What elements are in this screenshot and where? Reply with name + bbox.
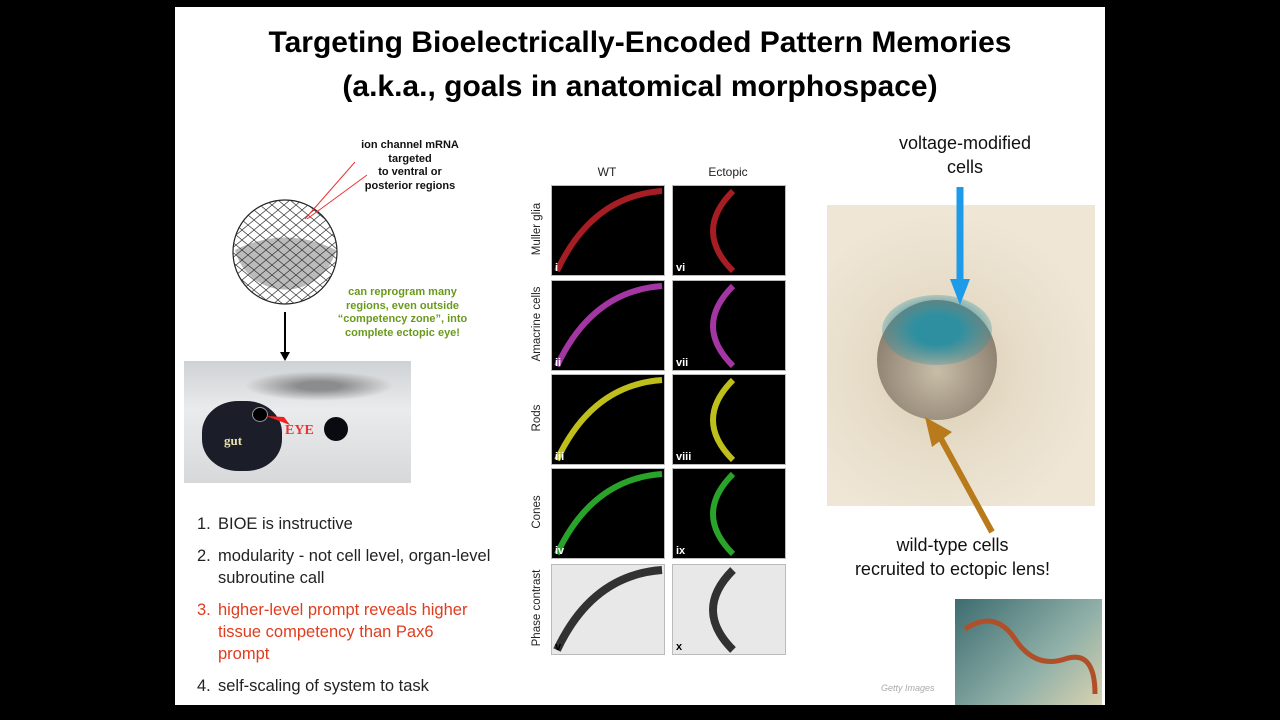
row-label: Amacrine cells xyxy=(531,286,543,362)
micrograph-panel: vi xyxy=(672,185,786,276)
eye-label: EYE xyxy=(285,423,314,438)
injection-needles xyxy=(304,161,368,220)
slide-title-line1: Targeting Bioelectrically-Encoded Patter… xyxy=(268,26,1012,59)
caption-line: wild-type cells xyxy=(896,535,1009,555)
panel-label: ii xyxy=(555,357,562,369)
micrograph-panel: ix xyxy=(672,468,786,559)
embryo-drawing xyxy=(232,199,338,305)
list-number: 3. xyxy=(197,601,211,619)
panel-label: vi xyxy=(676,262,686,274)
note-line: can reprogram many xyxy=(348,286,457,298)
note-line: regions, even outside xyxy=(345,299,460,312)
micrograph-panel: iv xyxy=(551,468,665,559)
micrograph-panel: i xyxy=(551,185,665,276)
ants-photo xyxy=(955,599,1102,705)
red-arrow-icon xyxy=(266,416,290,425)
list-number: 1. xyxy=(197,515,211,533)
panel-label: i xyxy=(555,262,559,274)
note-line: “competency zone”, into xyxy=(337,313,468,325)
panel-label: v xyxy=(555,641,562,653)
gut-label: gut xyxy=(224,433,243,448)
list-text: self-scaling of system to task xyxy=(218,677,429,695)
row-label: Cones xyxy=(531,495,543,529)
micrograph-panel: viii xyxy=(672,374,786,465)
note-line: posterior regions xyxy=(364,179,456,192)
list-text: BIOE is instructive xyxy=(218,515,353,533)
micrograph-panel: x xyxy=(672,564,786,655)
brown-arrow-icon xyxy=(925,417,995,534)
row-label: Phase contrast xyxy=(531,569,543,647)
micrograph-panel: iii xyxy=(551,374,665,465)
panel-label: vii xyxy=(676,357,689,369)
down-arrow-icon xyxy=(280,312,290,361)
list-number: 4. xyxy=(197,677,211,695)
note-line: complete ectopic eye! xyxy=(345,326,460,339)
panel-label: viii xyxy=(676,451,692,463)
note-line: targeted xyxy=(388,152,432,165)
panel-label: ix xyxy=(676,545,686,557)
panel-label: iv xyxy=(555,545,565,557)
row-label: Rods xyxy=(531,404,543,432)
caption-line: recruited to ectopic lens! xyxy=(854,559,1051,579)
row-label: Muller glia xyxy=(531,202,543,256)
blue-arrow-icon xyxy=(950,187,970,305)
note-line: to ventral or xyxy=(378,166,442,178)
column-label-ectopic: Ectopic xyxy=(708,165,748,179)
micrograph-panel: vii xyxy=(672,280,786,371)
image-credit: Getty Images xyxy=(881,683,935,693)
micrograph-panel: ii xyxy=(551,280,665,371)
injection-note: ion channel mRNA targeted to ventral or … xyxy=(345,139,475,193)
column-label-wt: WT xyxy=(597,165,617,179)
reprogram-note: can reprogram many regions, even outside… xyxy=(325,286,480,340)
list-text: modularity - not cell level, organ-level… xyxy=(218,547,491,587)
panel-label: iii xyxy=(555,451,565,463)
top-caption: voltage-modified cells xyxy=(875,131,1055,179)
list-text: higher-level prompt reveals higher tissu… xyxy=(218,601,468,663)
micrograph-panel: v xyxy=(551,564,665,655)
panel-label: x xyxy=(676,641,683,653)
tadpole-photo: gut EYE xyxy=(184,361,411,483)
slide: Targeting Bioelectrically-Encoded Patter… xyxy=(175,7,1105,705)
slide-title-line2: (a.k.a., goals in anatomical morphospace… xyxy=(342,70,938,103)
caption-line: voltage-modified xyxy=(898,133,1032,153)
caption-line: cells xyxy=(946,157,983,177)
bottom-caption: wild-type cells recruited to ectopic len… xyxy=(825,533,1080,581)
list-number: 2. xyxy=(197,547,211,565)
note-line: ion channel mRNA xyxy=(361,139,459,151)
